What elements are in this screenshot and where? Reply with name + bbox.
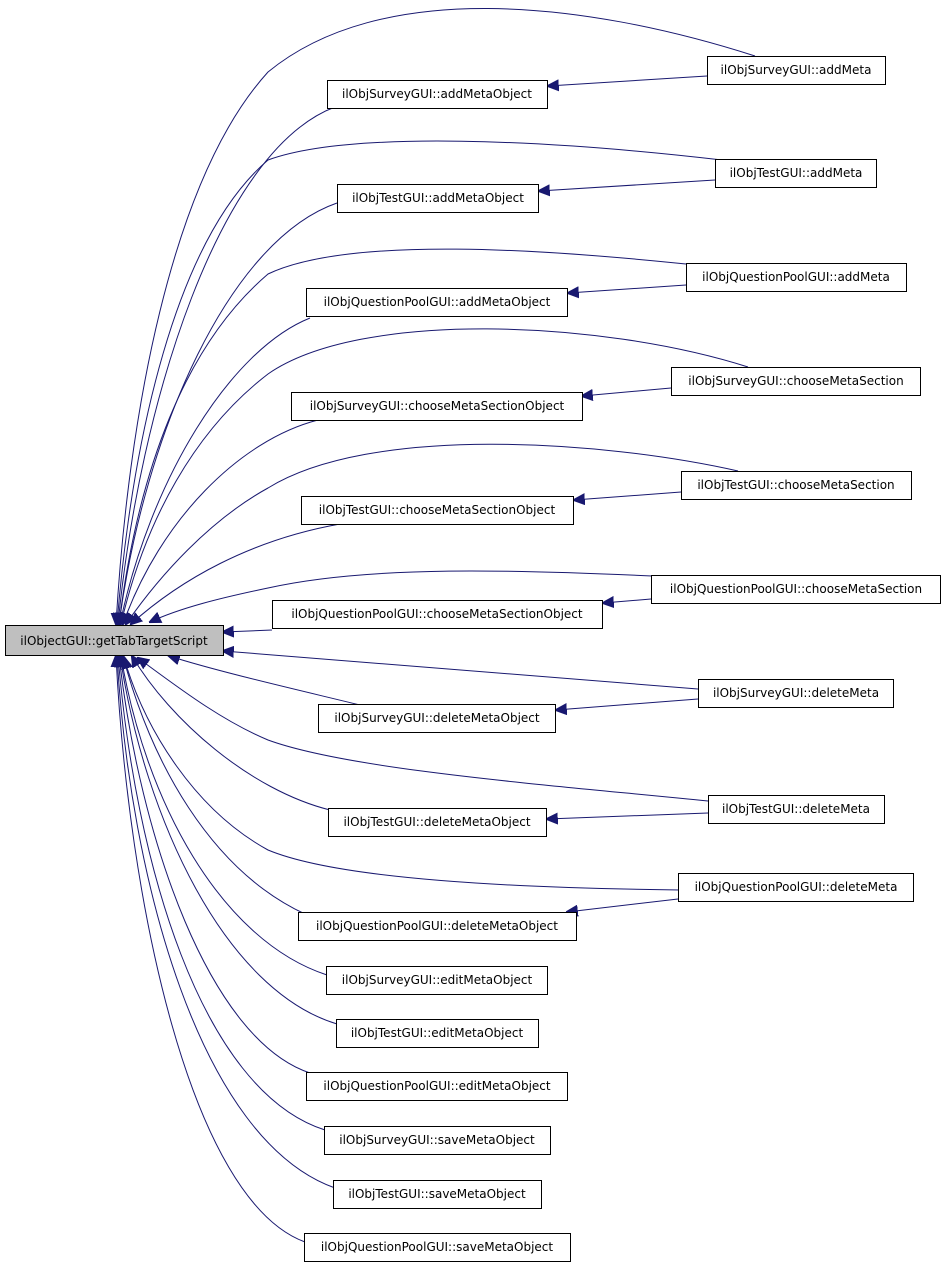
node-label: ilObjQuestionPoolGUI::chooseMetaSection <box>670 582 922 596</box>
node-tst-editMetaObject[interactable]: ilObjTestGUI::editMetaObject <box>336 1019 539 1048</box>
node-qp-addMeta[interactable]: ilObjQuestionPoolGUI::addMeta <box>686 263 907 292</box>
node-label: ilObjSurveyGUI::addMeta <box>721 63 872 77</box>
node-tst-deleteMetaObject[interactable]: ilObjTestGUI::deleteMetaObject <box>328 808 547 837</box>
node-label: ilObjTestGUI::addMeta <box>730 166 863 180</box>
edge-tst-deleteMetaObject-root <box>132 656 331 811</box>
node-srv-editMetaObject[interactable]: ilObjSurveyGUI::editMetaObject <box>326 966 548 995</box>
node-tst-addMetaObject[interactable]: ilObjTestGUI::addMetaObject <box>337 184 539 213</box>
node-srv-saveMetaObject[interactable]: ilObjSurveyGUI::saveMetaObject <box>324 1126 551 1155</box>
edge-srv-addMeta-srv-addMetaObject <box>548 75 708 86</box>
edge-tst-chooseMetaSection-tst-chooseMetaSectionObject <box>574 491 682 500</box>
node-qp-deleteMeta[interactable]: ilObjQuestionPoolGUI::deleteMeta <box>678 873 914 902</box>
edge-tst-deleteMeta-tst-deleteMetaObject <box>547 812 709 819</box>
node-label: ilObjTestGUI::saveMetaObject <box>348 1187 526 1201</box>
node-tst-addMeta[interactable]: ilObjTestGUI::addMeta <box>715 159 877 188</box>
node-srv-deleteMetaObject[interactable]: ilObjSurveyGUI::deleteMetaObject <box>318 704 556 733</box>
node-label: ilObjSurveyGUI::editMetaObject <box>342 973 533 987</box>
node-qp-saveMetaObject[interactable]: ilObjQuestionPoolGUI::saveMetaObject <box>304 1233 571 1262</box>
node-srv-addMetaObject[interactable]: ilObjSurveyGUI::addMetaObject <box>327 80 548 109</box>
node-srv-chooseMetaSectionObject[interactable]: ilObjSurveyGUI::chooseMetaSectionObject <box>291 392 583 421</box>
node-label: ilObjQuestionPoolGUI::deleteMeta <box>695 880 898 894</box>
node-label: ilObjQuestionPoolGUI::addMetaObject <box>324 295 551 309</box>
edge-qp-saveMetaObject-root <box>116 656 306 1243</box>
edge-srv-deleteMetaObject-root <box>169 656 361 706</box>
node-label: ilObjQuestionPoolGUI::editMetaObject <box>323 1079 550 1093</box>
edge-qp-addMeta-root <box>119 248 687 624</box>
node-label: ilObjTestGUI::editMetaObject <box>351 1026 524 1040</box>
node-label: ilObjSurveyGUI::saveMetaObject <box>339 1133 535 1147</box>
edge-qp-editMetaObject-root <box>119 656 311 1074</box>
node-qp-chooseMetaSection[interactable]: ilObjQuestionPoolGUI::chooseMetaSection <box>651 575 941 604</box>
node-label: ilObjTestGUI::deleteMeta <box>722 802 870 816</box>
node-label: ilObjTestGUI::chooseMetaSectionObject <box>319 503 556 517</box>
node-label: ilObjQuestionPoolGUI::saveMetaObject <box>321 1240 554 1254</box>
node-qp-addMetaObject[interactable]: ilObjQuestionPoolGUI::addMetaObject <box>306 288 568 317</box>
node-label: ilObjSurveyGUI::addMetaObject <box>342 87 532 101</box>
edge-qp-addMetaObject-root <box>120 317 311 624</box>
edge-srv-chooseMetaSection-srv-chooseMetaSectionObject <box>582 387 672 396</box>
edge-srv-editMetaObject-root <box>121 656 328 976</box>
edge-tst-chooseMetaSection-root <box>126 443 739 624</box>
edge-tst-addMeta-root <box>117 140 723 624</box>
edge-srv-deleteMeta-root <box>223 651 699 690</box>
node-label: ilObjSurveyGUI::chooseMetaSection <box>688 374 903 388</box>
edge-srv-addMeta-root <box>116 8 756 624</box>
node-label: ilObjSurveyGUI::deleteMeta <box>713 686 879 700</box>
edge-tst-saveMetaObject-root <box>117 656 336 1189</box>
edge-qp-addMeta-qp-addMetaObject <box>568 284 687 293</box>
node-tst-chooseMetaSectionObject[interactable]: ilObjTestGUI::chooseMetaSectionObject <box>301 496 574 525</box>
node-label: ilObjTestGUI::addMetaObject <box>352 191 524 205</box>
edge-srv-chooseMetaSection-root <box>121 328 749 624</box>
edges <box>116 8 756 1243</box>
node-tst-chooseMetaSection[interactable]: ilObjTestGUI::chooseMetaSection <box>681 471 912 500</box>
node-label: ilObjTestGUI::chooseMetaSection <box>697 478 894 492</box>
node-srv-addMeta[interactable]: ilObjSurveyGUI::addMeta <box>707 56 886 85</box>
node-qp-editMetaObject[interactable]: ilObjQuestionPoolGUI::editMetaObject <box>306 1072 568 1101</box>
node-srv-deleteMeta[interactable]: ilObjSurveyGUI::deleteMeta <box>698 679 894 708</box>
node-root-label: ilObjectGUI::getTabTargetScript <box>20 634 208 648</box>
edge-qp-chooseMetaSection-qp-chooseMetaSectionObject <box>603 599 652 603</box>
node-label: ilObjQuestionPoolGUI::addMeta <box>702 270 890 284</box>
edge-srv-addMetaObject-root <box>118 106 336 624</box>
edge-tst-addMeta-tst-addMetaObject <box>539 179 716 191</box>
edge-srv-saveMetaObject-root <box>118 656 326 1131</box>
node-label: ilObjQuestionPoolGUI::chooseMetaSectionO… <box>291 607 583 621</box>
node-label: ilObjSurveyGUI::chooseMetaSectionObject <box>310 399 565 413</box>
node-qp-deleteMetaObject[interactable]: ilObjQuestionPoolGUI::deleteMetaObject <box>298 912 577 941</box>
node-tst-deleteMeta[interactable]: ilObjTestGUI::deleteMeta <box>708 795 885 824</box>
node-label: ilObjQuestionPoolGUI::deleteMetaObject <box>316 919 558 933</box>
nodes: ilObjectGUI::getTabTargetScript ilObjSur… <box>5 56 941 1262</box>
edge-tst-chooseMetaSectionObject-root <box>131 523 341 624</box>
edge-srv-chooseMetaSectionObject-root <box>123 419 319 624</box>
edge-qp-deleteMeta-qp-deleteMetaObject <box>567 898 679 912</box>
edge-tst-editMetaObject-root <box>120 656 338 1025</box>
edge-srv-deleteMeta-srv-deleteMetaObject <box>556 698 699 710</box>
node-srv-chooseMetaSection[interactable]: ilObjSurveyGUI::chooseMetaSection <box>671 367 921 396</box>
edge-qp-chooseMetaSectionObject-root <box>223 630 273 632</box>
edge-qp-deleteMeta-root <box>124 658 681 891</box>
edge-qp-chooseMetaSection-root <box>150 570 653 622</box>
edge-qp-deleteMetaObject-root <box>123 656 306 915</box>
edge-tst-addMetaObject-root <box>119 202 338 624</box>
node-qp-chooseMetaSectionObject[interactable]: ilObjQuestionPoolGUI::chooseMetaSectionO… <box>272 600 603 629</box>
node-label: ilObjSurveyGUI::deleteMetaObject <box>334 711 539 725</box>
node-root[interactable]: ilObjectGUI::getTabTargetScript <box>5 625 224 656</box>
edge-tst-deleteMeta-root <box>138 658 709 802</box>
node-label: ilObjTestGUI::deleteMetaObject <box>343 815 530 829</box>
node-tst-saveMetaObject[interactable]: ilObjTestGUI::saveMetaObject <box>333 1180 542 1209</box>
